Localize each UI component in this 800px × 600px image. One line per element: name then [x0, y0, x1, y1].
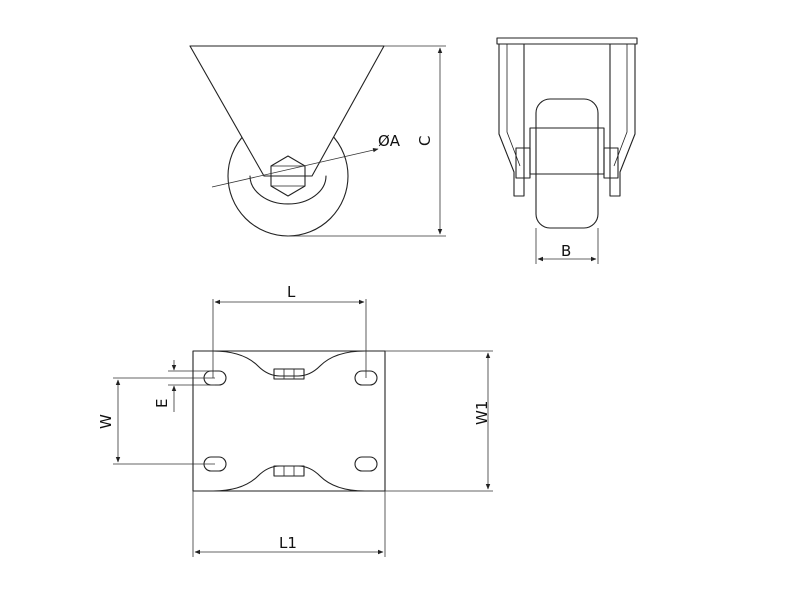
right-fork-leg: [609, 43, 636, 197]
front-view: ØA C: [189, 45, 446, 237]
wheel-side: [535, 98, 599, 229]
axle-block-right: [603, 147, 619, 179]
diameter-dimension-line: [211, 147, 379, 188]
slot-size-label: E: [153, 399, 171, 408]
top-view: L L1 W1 W E: [97, 283, 493, 557]
plate-inner-top: [212, 350, 366, 377]
hole-spacing-length-label: L: [287, 283, 296, 301]
side-view: B: [496, 37, 638, 264]
plate-width-label: W1: [473, 401, 491, 425]
mounting-hole-bottom-right: [354, 456, 378, 472]
hole-spacing-width-label: W: [97, 414, 115, 429]
bottom-nut: [273, 465, 305, 477]
wheel-width-label: B: [561, 242, 571, 260]
left-fork-leg: [498, 43, 525, 197]
height-label: C: [416, 136, 434, 146]
diameter-label: ØA: [378, 132, 401, 150]
hub-ring: [249, 175, 327, 205]
top-plate: [496, 37, 638, 45]
axle-block-left: [515, 147, 531, 179]
plate-length-label: L1: [279, 534, 297, 552]
top-nut: [273, 368, 305, 380]
mounting-plate: [192, 350, 386, 492]
wheel-hub: [529, 127, 605, 175]
plate-inner-bottom: [212, 465, 366, 492]
